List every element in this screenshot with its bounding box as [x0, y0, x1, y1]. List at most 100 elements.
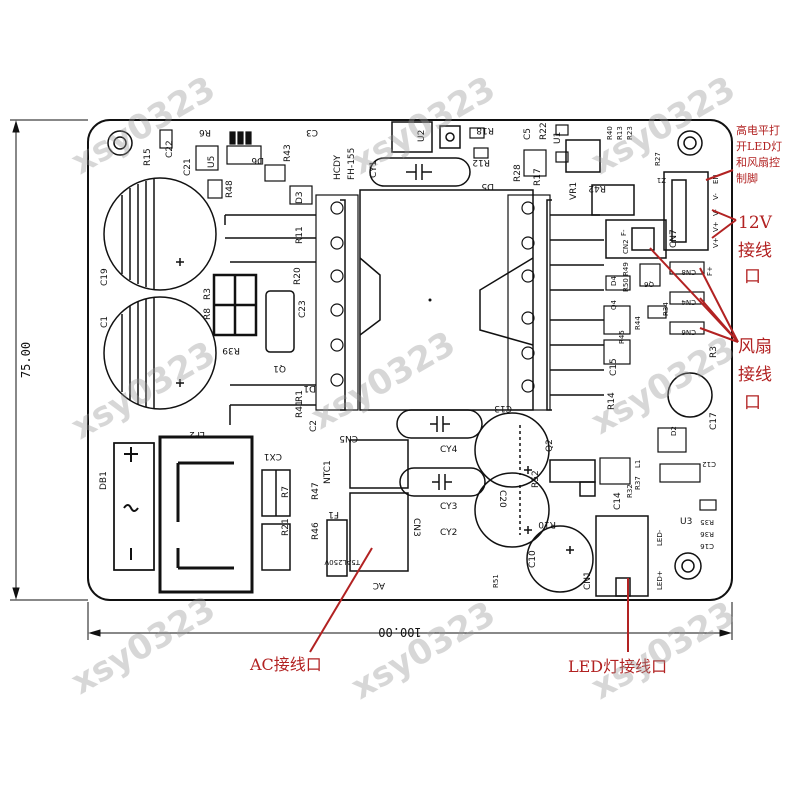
callout-enable-line3: 和风扇控 — [736, 155, 780, 169]
cn7-pin-2: V+ — [712, 221, 720, 232]
capacitor-c17 — [667, 372, 713, 418]
ic-pads-q2 — [549, 459, 596, 497]
label-r45: R45 — [618, 330, 626, 344]
label-c1: C1 — [100, 316, 110, 328]
label-c15: C15 — [609, 358, 619, 376]
cn7-pin-4: V- — [712, 193, 720, 200]
label-cy2: CY2 — [440, 528, 457, 538]
callout-fan-line3: 口 — [744, 393, 761, 413]
label-led-minus: LED- — [656, 529, 664, 546]
trimmer-vr1 — [565, 139, 635, 216]
label-ntc1: NTC1 — [323, 460, 333, 484]
label-u2: U2 — [417, 130, 427, 142]
callout-enable-pin: 高电平打 开LED灯 和风扇控 制脚 — [736, 123, 782, 185]
label-cy1: CY1 — [369, 161, 379, 178]
regulator-u2 — [391, 121, 461, 153]
label-led-plus: LED+ — [656, 570, 664, 590]
label-cn7: CN7 — [669, 229, 679, 248]
label-c17: C17 — [709, 412, 719, 430]
callout-fan: 风扇 接线 口 — [738, 337, 772, 413]
label-c5: C5 — [523, 128, 533, 140]
label-c22: C22 — [165, 140, 175, 158]
label-c13: C13 — [494, 403, 512, 413]
smd-pads-top-left — [159, 129, 313, 205]
label-d5: D5 — [481, 181, 494, 191]
callout-12v-line1: 12V — [738, 213, 773, 233]
smd-pads-top-center — [469, 124, 569, 177]
callout-enable-line4: 制脚 — [736, 171, 758, 185]
label-r40: R40 — [606, 126, 614, 140]
callout-enable-line1: 高电平打 — [736, 123, 780, 137]
label-r32: R32 — [626, 484, 634, 498]
label-c14: C14 — [613, 492, 623, 510]
label-c23: C23 — [298, 300, 308, 318]
db1-polarity-marks — [123, 447, 139, 560]
resistor-pads-r8 — [212, 273, 258, 337]
label-r44: R44 — [634, 316, 642, 330]
label-r22: R22 — [539, 122, 549, 140]
led-connector-cn1 — [595, 515, 649, 597]
label-q4: Q4 — [610, 299, 618, 310]
label-r3: R3 — [709, 346, 719, 358]
capacitor-c10 — [526, 525, 594, 593]
label-u3: U3 — [680, 517, 692, 527]
label-r20: R20 — [293, 267, 303, 285]
fuse-f1 — [326, 519, 348, 577]
label-r28: R28 — [513, 164, 523, 182]
label-c10: C10 — [528, 550, 538, 568]
label-d4: D4 — [610, 276, 618, 286]
connector-cn7 — [663, 171, 709, 251]
label-model-line1: HCDY — [333, 155, 343, 180]
callout-fan-line1: 风扇 — [738, 337, 772, 357]
watermark-8: xsy0323 — [345, 594, 503, 708]
label-vr1: VR1 — [569, 182, 579, 200]
label-r49: R49 — [622, 262, 630, 276]
cn7-pin-5: EN — [712, 174, 720, 184]
callout-enable-line2: 开LED灯 — [736, 140, 782, 153]
label-cn4: CN4 — [681, 298, 696, 306]
callout-leader-lines — [309, 169, 739, 653]
label-r23: R23 — [626, 126, 634, 140]
dimension-height-label: 75.00 — [19, 342, 33, 378]
capacitor-c13 — [474, 412, 550, 488]
heatsink-fins-left — [224, 214, 316, 425]
label-r27: R27 — [654, 152, 662, 166]
label-c20: C20 — [497, 490, 507, 508]
dimension-width-label: 100.00 — [378, 625, 421, 639]
label-r41: R41 — [295, 400, 305, 418]
label-r17: R17 — [533, 168, 543, 186]
label-r3-left: R3 — [203, 288, 213, 300]
label-r47: R47 — [311, 482, 321, 500]
label-cn1: CN1 — [583, 571, 593, 590]
label-d6: D6 — [251, 155, 264, 165]
label-r13: R13 — [616, 126, 624, 140]
transformer-pins-left — [315, 194, 359, 411]
label-q1: Q1 — [273, 363, 286, 373]
label-r48: R48 — [225, 180, 235, 198]
label-u1: U1 — [553, 132, 563, 144]
label-q6: Q6 — [643, 280, 654, 288]
mounting-holes — [107, 130, 703, 580]
label-r36: R36 — [700, 530, 714, 538]
label-cn8: CN8 — [681, 268, 696, 276]
label-d2: D2 — [670, 426, 678, 436]
ac-terminal-block — [349, 439, 409, 572]
label-r6: R6 — [199, 127, 211, 137]
capacitor-c20 — [474, 472, 550, 548]
label-r51: R51 — [492, 574, 500, 588]
label-c12: C12 — [702, 460, 716, 468]
capacitor-cy1 — [369, 157, 471, 187]
resistor-pads-r7-r21 — [261, 469, 291, 571]
label-r52: R52 — [531, 470, 541, 488]
callout-led-port: LED灯接线口 — [568, 657, 667, 676]
callout-fan-line2: 接线 — [738, 365, 772, 385]
label-r10: R10 — [538, 519, 556, 529]
callout-12v-line2: 接线 — [738, 241, 772, 261]
label-r12: R12 — [472, 157, 490, 167]
transformer-pins-right — [507, 194, 551, 411]
label-c21: C21 — [183, 158, 193, 176]
label-r15: R15 — [143, 148, 153, 166]
smd-pads-right-mid — [603, 263, 667, 365]
capacitor-cy3 — [399, 467, 486, 497]
label-c19: C19 — [100, 268, 110, 286]
